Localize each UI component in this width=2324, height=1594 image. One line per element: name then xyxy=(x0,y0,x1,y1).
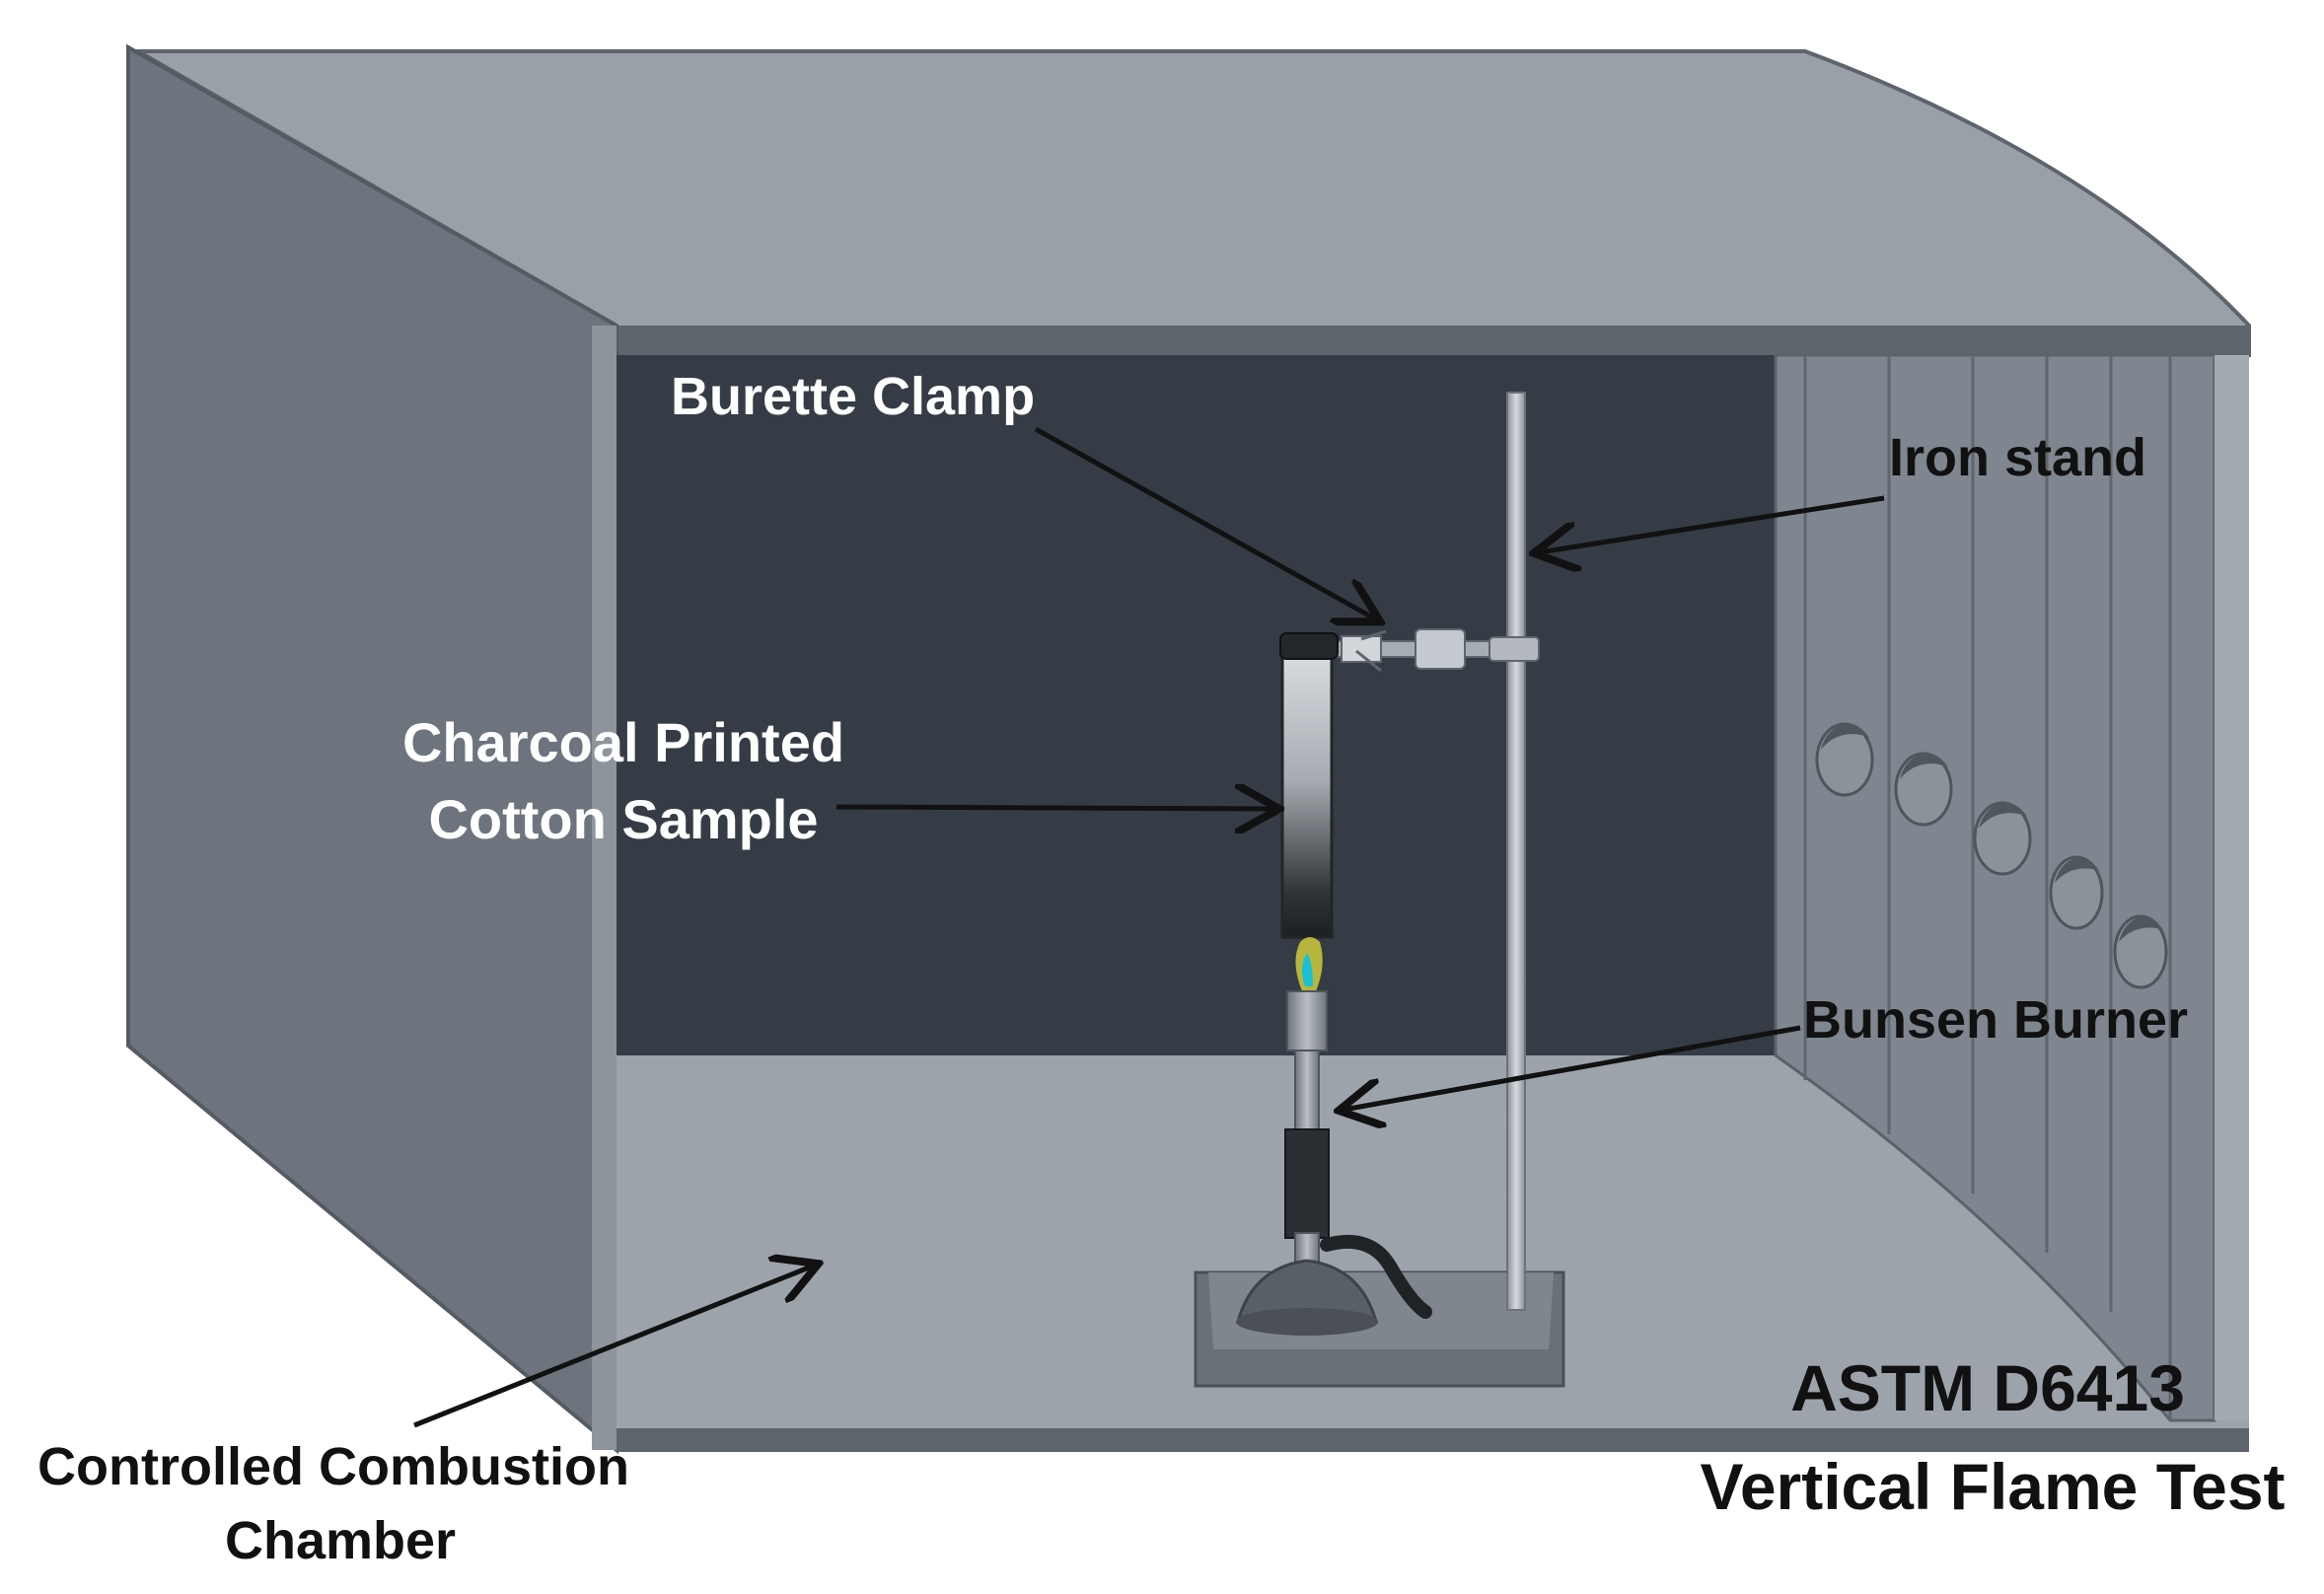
label-sample-line1: Charcoal Printed xyxy=(402,711,844,773)
label-sample-line2: Cotton Sample xyxy=(428,788,818,850)
chamber-right-wall xyxy=(1774,353,2216,1422)
vent-hole-shadows xyxy=(1821,724,2163,942)
arrow-burette-clamp xyxy=(1034,426,1376,619)
gas-hose xyxy=(1320,1234,1432,1319)
burette-clamp xyxy=(1326,628,1540,673)
arrow-iron-stand xyxy=(1539,495,1885,552)
arrow-cotton-sample xyxy=(835,807,1274,809)
right-front-frame xyxy=(2215,355,2249,1420)
iron-stand-rod xyxy=(1506,392,1526,1311)
right-wall-panels xyxy=(1803,355,2172,1420)
label-test-line2: Vertical Flame Test xyxy=(1700,1450,2285,1523)
left-front-frame xyxy=(592,326,617,1450)
sample-holder-top xyxy=(1279,632,1339,660)
label-test-line1: ASTM D6413 xyxy=(1790,1351,2185,1424)
vent-holes xyxy=(1815,722,2168,989)
chamber-floor xyxy=(617,1055,2249,1430)
label-chamber-line2: Chamber xyxy=(225,1511,456,1570)
chamber-roof xyxy=(130,49,2251,357)
cotton-sample xyxy=(1280,649,1334,939)
label-chamber-line1: Controlled Combustion xyxy=(37,1437,629,1496)
label-iron-stand: Iron stand xyxy=(1889,428,2146,487)
floor-front-edge xyxy=(617,1428,2249,1452)
bunsen-burner xyxy=(1236,990,1432,1336)
flame xyxy=(1295,937,1323,991)
label-burette-clamp: Burette Clamp xyxy=(671,367,1035,426)
arrow-combustion-chamber xyxy=(413,1266,814,1428)
label-bunsen-burner: Bunsen Burner xyxy=(1803,990,2188,1050)
arrow-bunsen-burner xyxy=(1344,1025,1801,1110)
arrows xyxy=(413,426,1885,1428)
chamber-back-wall xyxy=(617,355,1776,1055)
roof-front-edge xyxy=(592,326,2249,357)
